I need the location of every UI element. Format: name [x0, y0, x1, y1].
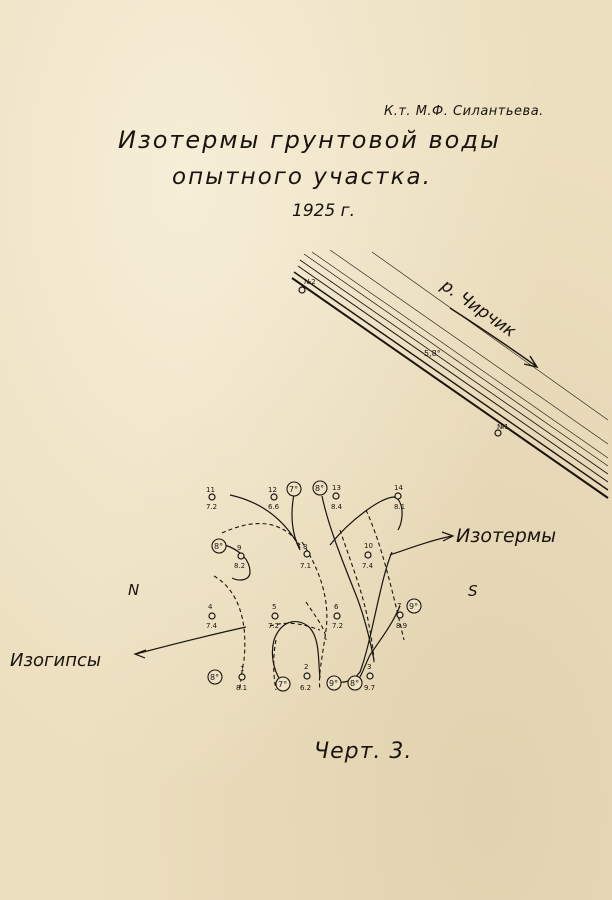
well-12: 12 6.6 — [268, 486, 280, 511]
isohypse-lines — [213, 509, 405, 691]
isotherm-values: 7° 8° 8° 7° 9° 8° 9° 8° — [207, 480, 422, 692]
river-temperature: 5,8° — [424, 349, 441, 358]
svg-text:8.1: 8.1 — [394, 503, 405, 511]
isotherm-value: 8° — [347, 675, 363, 691]
year-label: 1925 г. — [292, 201, 356, 221]
wells: 11 7.2 12 6.6 13 8.4 14 8.1 9 8.2 8 7.1 — [206, 484, 407, 692]
svg-text:9°: 9° — [329, 679, 338, 688]
svg-text:8.4: 8.4 — [331, 503, 343, 511]
svg-text:4: 4 — [208, 603, 213, 611]
isotherm-value: 8° — [207, 669, 223, 685]
svg-text:14: 14 — [394, 484, 403, 492]
author-note: К.т. М.Ф. Силантьева. — [384, 104, 544, 119]
svg-text:12: 12 — [268, 486, 277, 494]
svg-text:13: 13 — [332, 484, 341, 492]
title-line-2: опытного участка. — [172, 164, 432, 190]
svg-text:7.2: 7.2 — [206, 503, 217, 511]
river-point-1: №1 — [494, 423, 509, 437]
svg-text:7.1: 7.1 — [300, 562, 311, 570]
river-point-1-label: №1 — [497, 423, 509, 431]
svg-text:8.2: 8.2 — [234, 562, 245, 570]
north-label: N — [128, 581, 139, 599]
isotherm-value: 9° — [326, 675, 342, 691]
well-10: 10 7.4 — [362, 542, 374, 570]
isotherms-label: Изотермы — [456, 525, 556, 547]
flow-arrow-icon — [449, 307, 539, 369]
well-11: 11 7.2 — [206, 486, 217, 511]
svg-text:6.6: 6.6 — [268, 503, 280, 511]
isotherm-value: 8° — [312, 480, 328, 496]
svg-text:11: 11 — [206, 486, 215, 494]
svg-text:8°: 8° — [210, 673, 219, 682]
river-point-2-label: №2 — [304, 278, 316, 286]
isotherm-value: 9° — [406, 598, 422, 614]
svg-text:8°: 8° — [315, 484, 324, 493]
well-5: 5 7.2 — [268, 603, 279, 630]
isohypses-callout-arrow-icon — [133, 626, 247, 659]
svg-text:8.9: 8.9 — [396, 622, 407, 630]
isotherms-callout-arrow-icon — [389, 531, 455, 556]
river-bank — [291, 249, 609, 499]
south-label: S — [468, 582, 478, 600]
svg-text:8°: 8° — [350, 679, 359, 688]
svg-text:8°: 8° — [214, 542, 223, 551]
isotherm-value: 7° — [286, 481, 302, 497]
well-4: 4 7.4 — [206, 603, 218, 630]
svg-text:7: 7 — [397, 602, 401, 610]
well-1: 1 8.1 — [236, 665, 247, 692]
svg-text:8: 8 — [303, 543, 307, 551]
isohypses-label: Изогипсы — [10, 650, 101, 671]
well-8: 8 7.1 — [300, 543, 311, 570]
isotherm-lines — [224, 493, 403, 683]
figure-caption: Черт. 3. — [314, 739, 413, 764]
svg-text:7.2: 7.2 — [332, 622, 343, 630]
well-6: 6 7.2 — [332, 603, 343, 630]
well-13: 13 8.4 — [331, 484, 343, 511]
svg-text:10: 10 — [364, 542, 373, 550]
svg-text:9.7: 9.7 — [364, 684, 375, 692]
svg-text:3: 3 — [367, 663, 371, 671]
svg-text:7.4: 7.4 — [362, 562, 374, 570]
svg-text:1: 1 — [240, 665, 244, 673]
well-9: 9 8.2 — [234, 544, 245, 570]
well-14: 14 8.1 — [394, 484, 405, 511]
svg-text:9: 9 — [237, 544, 241, 552]
svg-text:6: 6 — [334, 603, 339, 611]
well-7: 7 8.9 — [396, 602, 407, 630]
well-2: 2 6.2 — [300, 663, 311, 692]
svg-text:9°: 9° — [409, 602, 418, 611]
svg-text:6.2: 6.2 — [300, 684, 311, 692]
river-name: р. Чирчик — [436, 275, 520, 342]
svg-text:8.1: 8.1 — [236, 684, 247, 692]
svg-text:7°: 7° — [278, 680, 287, 689]
svg-text:7.2: 7.2 — [268, 622, 279, 630]
title-line-1: Изотермы грунтовой воды — [118, 126, 501, 154]
svg-text:5: 5 — [272, 603, 276, 611]
svg-text:7°: 7° — [289, 485, 298, 494]
svg-text:2: 2 — [304, 663, 308, 671]
well-3: 3 9.7 — [364, 663, 375, 692]
isotherm-value: 7° — [275, 676, 291, 692]
river-point-2: №2 — [298, 278, 316, 294]
isotherm-value: 8° — [211, 538, 227, 554]
svg-text:7.4: 7.4 — [206, 622, 218, 630]
